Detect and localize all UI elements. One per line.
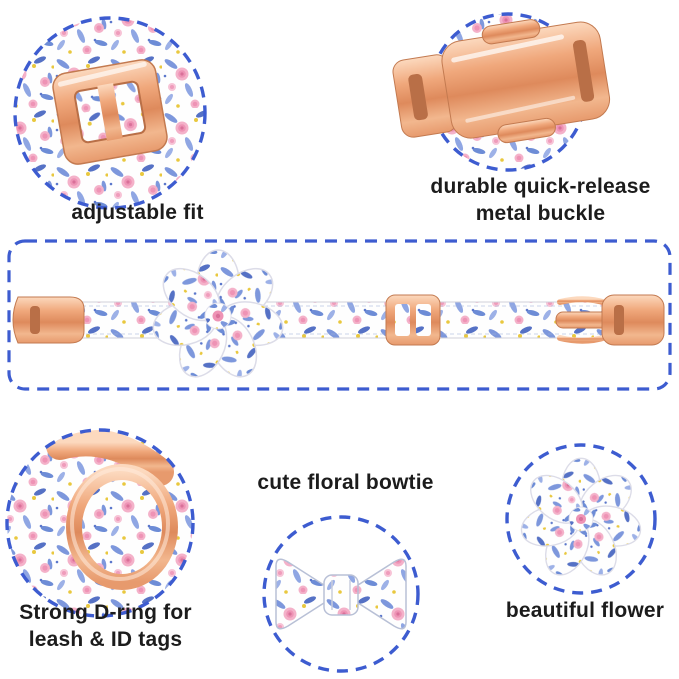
slider-hardware-closeup bbox=[52, 59, 168, 165]
metal-buckle-label: durable quick-release metal buckle bbox=[402, 173, 679, 227]
collar-buckle-female bbox=[12, 296, 85, 344]
dashed-panel-border bbox=[7, 239, 672, 391]
d-ring-label: Strong D-ring for leash & ID tags bbox=[0, 599, 213, 653]
collar-slider-adjuster bbox=[385, 294, 441, 346]
bowtie-label: cute floral bowtie bbox=[257, 471, 434, 494]
metal-band bbox=[46, 430, 174, 486]
flower-label: beautiful flower bbox=[505, 599, 665, 622]
adjustable-fit-label: adjustable fit bbox=[71, 201, 204, 224]
callout-d-ring bbox=[5, 428, 195, 618]
metal-buckle-label-line2: metal buckle bbox=[475, 202, 606, 225]
d-ring-label-line1: Strong D-ring for bbox=[19, 601, 192, 624]
dashed-circle-d-ring bbox=[5, 428, 195, 618]
fabric-swatch-d-ring bbox=[7, 430, 193, 616]
collar-flower-decoration bbox=[148, 249, 288, 386]
fabric-swatch-adjustable bbox=[15, 18, 205, 208]
quick-release-buckle bbox=[392, 19, 611, 144]
dashed-circle-bowtie bbox=[262, 515, 420, 673]
callout-bowtie bbox=[262, 515, 420, 673]
callout-adjustable-fit bbox=[13, 16, 207, 210]
dashed-circle-adjustable-fit bbox=[13, 16, 207, 210]
callout-flower bbox=[505, 443, 657, 595]
collar-panel bbox=[7, 239, 672, 391]
metal-buckle-label-line1: durable quick-release bbox=[430, 175, 651, 198]
dashed-circle-flower bbox=[505, 443, 657, 595]
floral-bowtie bbox=[275, 558, 407, 630]
d-ring-label-line2: leash & ID tags bbox=[28, 628, 183, 651]
collar-buckle-male bbox=[555, 294, 665, 346]
callout-metal-buckle bbox=[392, 12, 611, 172]
